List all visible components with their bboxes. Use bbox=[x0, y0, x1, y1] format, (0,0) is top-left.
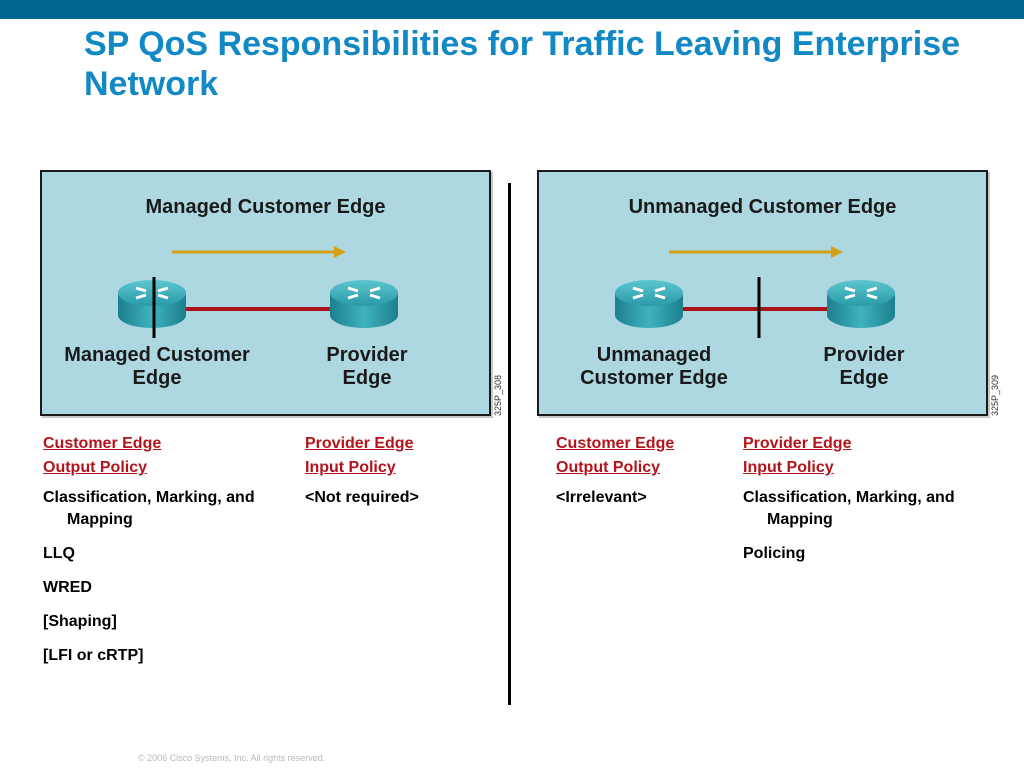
policy-heading[interactable]: Output Policy bbox=[43, 459, 147, 476]
flow-arrow-icon bbox=[172, 246, 346, 258]
policy-heading[interactable]: Provider Edge bbox=[305, 435, 414, 452]
policy-item: Classification, Marking, and Mapping bbox=[43, 489, 255, 528]
managed-ce-diagram: Managed Customer Edge Managed Customer E bbox=[40, 170, 491, 416]
policy-item: [LFI or cRTP] bbox=[43, 647, 144, 664]
policy-item: WRED bbox=[43, 579, 92, 596]
policy-item: LLQ bbox=[43, 545, 75, 562]
policy-heading[interactable]: Provider Edge bbox=[743, 435, 852, 452]
router-icon bbox=[118, 280, 186, 328]
unmanaged-ce-label: Unmanaged Customer Edge bbox=[580, 344, 728, 389]
policy-heading[interactable]: Customer Edge bbox=[43, 435, 162, 452]
panel-title: Unmanaged Customer Edge bbox=[628, 196, 897, 218]
figure-code: 325P_308 bbox=[493, 374, 503, 416]
policy-heading[interactable]: Input Policy bbox=[743, 459, 834, 476]
router-icon bbox=[615, 280, 683, 328]
router-icon bbox=[827, 280, 895, 328]
managed-pe-input-policy: Provider Edge Input Policy <Not required… bbox=[305, 432, 540, 521]
panel-title: Managed Customer Edge bbox=[145, 196, 386, 218]
policy-heading[interactable]: Customer Edge bbox=[556, 435, 675, 452]
unmanaged-pe-input-policy: Provider Edge Input Policy Classificatio… bbox=[743, 432, 1007, 577]
policy-item: [Shaping] bbox=[43, 613, 117, 630]
policy-heading[interactable]: Output Policy bbox=[556, 459, 660, 476]
top-bar bbox=[0, 0, 1024, 19]
router-icon bbox=[330, 280, 398, 328]
policy-item: Policing bbox=[743, 545, 806, 562]
slide-title: SP QoS Responsibilities for Traffic Leav… bbox=[84, 25, 961, 103]
copyright-footer: © 2006 Cisco Systems, Inc. All rights re… bbox=[138, 753, 326, 763]
unmanaged-ce-diagram: Unmanaged Customer Edge Unmanaged Custom bbox=[537, 170, 988, 416]
policy-item: <Irrelevant> bbox=[556, 489, 647, 506]
managed-network-graphic bbox=[118, 246, 398, 338]
managed-ce-output-policy: Customer Edge Output Policy Classificati… bbox=[43, 432, 302, 679]
provider-edge-label: Provider Edge bbox=[823, 344, 905, 389]
vertical-divider bbox=[508, 183, 511, 705]
flow-arrow-icon bbox=[669, 246, 843, 258]
policy-item: Classification, Marking, and Mapping bbox=[743, 489, 955, 528]
managed-ce-label: Managed Customer Edge bbox=[64, 344, 250, 389]
unmanaged-ce-output-policy: Customer Edge Output Policy <Irrelevant> bbox=[556, 432, 791, 521]
figure-code: 325P_309 bbox=[990, 374, 1000, 416]
provider-edge-label: Provider Edge bbox=[326, 344, 408, 389]
policy-item: <Not required> bbox=[305, 489, 419, 506]
policy-heading[interactable]: Input Policy bbox=[305, 459, 396, 476]
unmanaged-network-graphic bbox=[615, 246, 895, 338]
